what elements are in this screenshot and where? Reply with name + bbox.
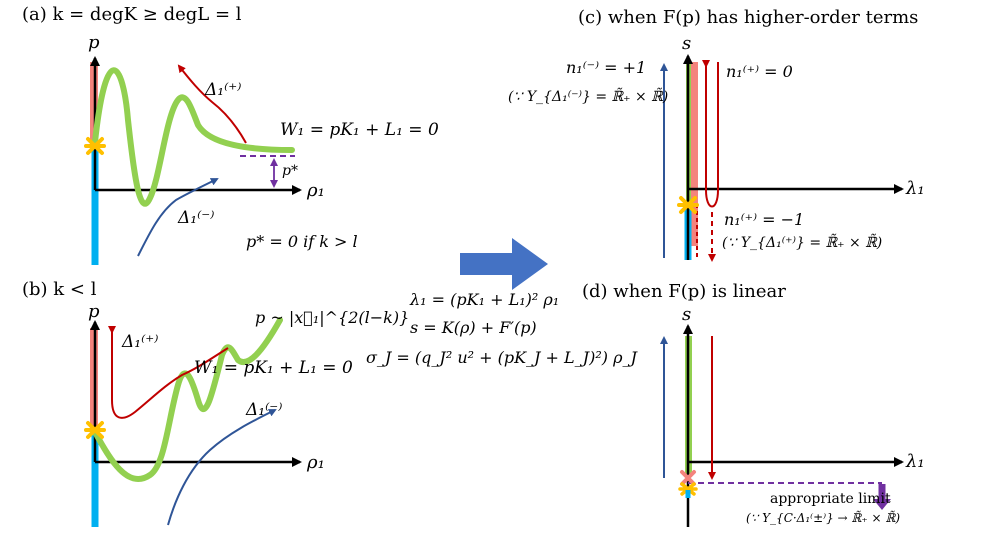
panel-c-n-plus-reason: (∵ Y_{Δ₁⁽⁺⁾} = ℝ̃₊ × ℝ̃) (722, 235, 883, 251)
panel-b-delta-minus-label: Δ₁⁽⁻⁾ (246, 400, 283, 420)
panel-c-s-label: s (682, 33, 692, 54)
sigma-definition: σ_J = (q_J² u² + (pK_J + L_J)²) ρ_J (366, 348, 637, 367)
panel-b-w1-label: W₁ = pK₁ + L₁ = 0 (194, 358, 353, 378)
panel-a-p-star-condition: p* = 0 if k > l (246, 232, 358, 251)
panel-b-graphics (84, 317, 302, 527)
panel-d-limit-reason: (∵ Y_{C·Δ₁⁽±⁾} → ℝ̃₊ × ℝ̃) (746, 511, 901, 525)
panel-a-delta-plus-curve (177, 64, 247, 144)
panel-c-n-minus-label: n₁⁽⁻⁾ = +1 (566, 58, 647, 77)
panel-b-delta-plus-curve (108, 326, 229, 419)
s-definition: s = K(ρ) + F′(p) (410, 318, 537, 337)
panel-b-delta-plus-label: Δ₁⁽⁺⁾ (122, 332, 159, 352)
panel-a-p-star-label: p* (282, 163, 298, 179)
lambda-definition: λ₁ = (pK₁ + L₁)² ρ₁ (410, 290, 560, 309)
panel-a-w1-label: W₁ = pK₁ + L₁ = 0 (280, 120, 439, 140)
panel-a-delta-minus-label: Δ₁⁽⁻⁾ (178, 208, 215, 228)
panel-a-w1-curve (92, 67, 295, 207)
panel-d-limit-arrowhead (873, 499, 891, 510)
panel-b-delta-minus-curve (167, 409, 277, 526)
panel-d-salmon-cross-icon (680, 470, 696, 486)
panel-a-title: (a) k = degK ≥ degL = l (22, 4, 242, 25)
panel-c-n-plus-zero-label: n₁⁽⁺⁾ = 0 (726, 62, 793, 81)
panel-c-title: (c) when F(p) has higher-order terms (578, 7, 919, 28)
panel-a-star-icon (84, 137, 106, 155)
panel-d-title: (d) when F(p) is linear (582, 281, 786, 302)
panel-b-w1-curve (92, 317, 283, 482)
transition-arrow-icon (460, 238, 548, 290)
panel-b-title: (b) k < l (22, 279, 97, 300)
panel-c-n-plus-neg-label: n₁⁽⁺⁾ = −1 (724, 210, 805, 229)
panel-d-star-icon (678, 482, 698, 496)
panel-b-rho-label: ρ₁ (307, 452, 325, 473)
panel-c-star-icon (677, 196, 699, 214)
panel-d-appropriate-limit-label: appropriate limit (770, 491, 891, 507)
panel-d-lambda-label: λ₁ (906, 451, 925, 472)
panel-d-s-label: s (682, 304, 692, 325)
panel-b-star-icon (84, 421, 106, 439)
panel-a-delta-minus-curve (137, 178, 219, 257)
panel-a-delta-plus-label: Δ₁⁽⁺⁾ (205, 80, 242, 100)
panel-b-p-label: p (88, 301, 100, 322)
panel-b-p-growth-label: p ~ |x⃗₁|^{2(l−k)} (255, 308, 410, 327)
panel-c-n-minus-reason: (∵ Y_{Δ₁⁽⁻⁾} = ℝ̃₊ × ℝ̃) (508, 89, 669, 105)
panel-c-lambda-label: λ₁ (906, 178, 925, 199)
panel-d-graphics (660, 324, 904, 527)
panel-c-delta-plus-loop (702, 60, 719, 208)
panel-a-rho-label: ρ₁ (307, 180, 325, 201)
panel-a-p-label: p (88, 32, 100, 53)
panel-c-graphics (660, 54, 904, 262)
panel-c-salmon-band (690, 62, 698, 246)
panel-a-graphics (84, 56, 302, 265)
